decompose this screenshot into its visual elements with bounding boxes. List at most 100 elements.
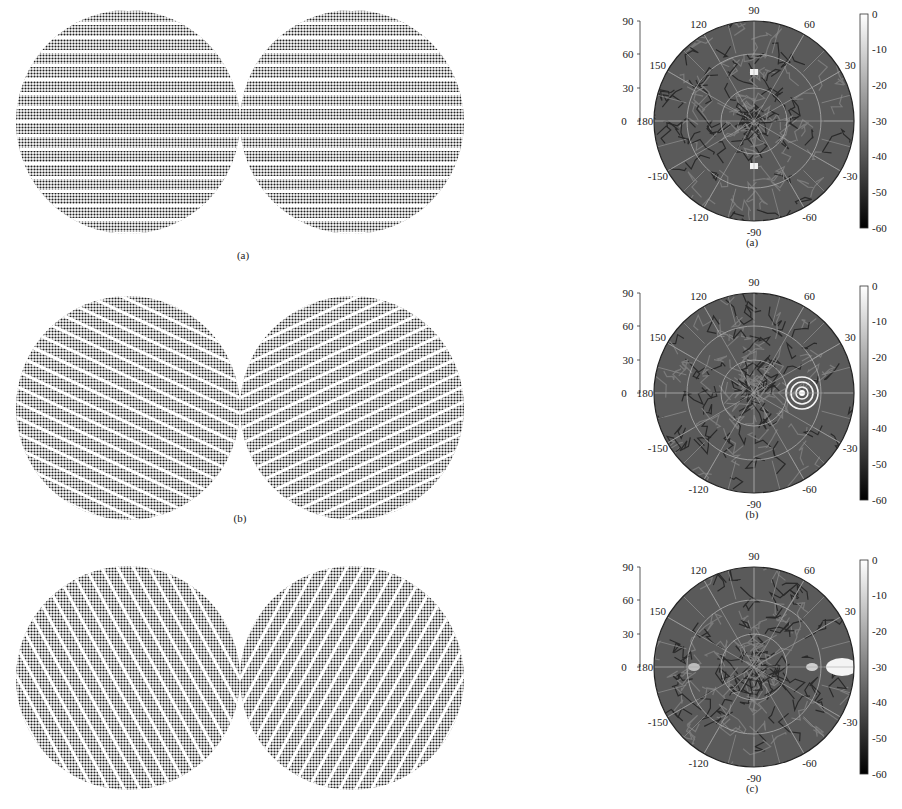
sidelobe-texture: [796, 603, 803, 637]
sidelobe-texture: [776, 167, 784, 180]
gap-line: [320, 553, 482, 809]
outer-streak: [683, 716, 704, 737]
sidelobe-texture: [805, 622, 823, 639]
sidelobe-texture: [792, 322, 810, 338]
grid-spoke: [754, 121, 755, 221]
gap-line: [182, 176, 522, 179]
gap-line: [0, 274, 298, 277]
sidelobe-texture: [751, 33, 771, 39]
sidelobe-texture: [739, 405, 750, 416]
gap-line: [150, 233, 459, 379]
gap-line: [182, 106, 522, 109]
axis-tick: [637, 21, 640, 22]
tick-label: -10: [872, 590, 887, 601]
sidelobe-texture: [702, 422, 711, 437]
gap-line: [227, 398, 536, 544]
outer-streak: [728, 296, 736, 325]
sidelobe-texture: [675, 652, 692, 664]
polar-pattern: [645, 7, 854, 238]
gap-line: [0, 372, 265, 518]
polar-border: [654, 567, 854, 767]
gap-line: [283, 534, 445, 809]
sidelobe-texture: [701, 376, 711, 391]
gap-line: [0, 423, 242, 569]
outer-streak: [728, 189, 736, 218]
gap-line: [191, 322, 500, 468]
sidelobe-texture: [753, 447, 774, 457]
panel-caption: (a): [237, 250, 249, 261]
grid-spoke: [667, 393, 754, 443]
outer-streak: [657, 411, 686, 419]
sidelobe-texture: [692, 623, 708, 638]
outer-streak: [772, 24, 780, 53]
gap-line: [182, 260, 522, 263]
sidelobe-texture: [788, 760, 799, 770]
sidelobe-texture: [797, 603, 808, 613]
sidelobe-texture: [785, 629, 801, 657]
outer-streak: [683, 442, 704, 463]
tick-label: -150: [648, 171, 668, 182]
sidelobe-texture: [743, 740, 771, 755]
tick-label: -60: [872, 495, 887, 506]
sidelobe-texture: [747, 190, 755, 201]
gap-line: [182, 148, 522, 151]
grid-spoke: [754, 121, 804, 208]
sidelobe-texture: [674, 425, 685, 438]
gap-line: [0, 64, 298, 67]
pattern-ground: [654, 293, 854, 493]
sidelobe-texture: [720, 719, 740, 736]
sidelobe-texture: [769, 307, 782, 327]
sidelobe-texture: [728, 61, 737, 78]
sidelobe-texture: [758, 429, 777, 447]
array-aperture: [182, 0, 522, 291]
gap-line: [0, 398, 253, 544]
grid-spoke: [667, 71, 754, 121]
sidelobe-texture: [747, 53, 764, 64]
tick-label: -120: [688, 212, 708, 223]
sidelobe-texture: [763, 414, 772, 430]
outer-streak: [803, 170, 824, 191]
gap-line: [182, 92, 522, 95]
tick-label: 90: [749, 551, 760, 562]
gap-line: [0, 360, 271, 506]
gap-line: [172, 474, 334, 776]
sidelobe-texture: [759, 337, 770, 345]
gap-line: [221, 501, 383, 803]
gap-line: [233, 507, 395, 809]
tick-label: -120: [688, 758, 708, 769]
sidelobe-texture: [745, 361, 761, 384]
gap-line: [182, 246, 522, 249]
gap-line: [122, 448, 284, 750]
sidelobe-texture: [697, 688, 726, 706]
gap-line: [209, 360, 518, 506]
sidelobe-texture: [723, 433, 733, 458]
sidelobe-texture: [776, 312, 781, 339]
grid-spoke: [754, 34, 804, 121]
sidelobe-texture: [673, 369, 681, 382]
sidelobe-texture: [714, 356, 727, 362]
sidelobe-texture: [716, 46, 731, 57]
gap-line: [182, 134, 522, 137]
tick-label: 90: [749, 5, 760, 16]
gap-line: [382, 586, 544, 809]
sidelobe-texture: [673, 674, 680, 680]
sidelobe-texture: [727, 17, 732, 28]
sidelobe-texture: [750, 721, 766, 733]
tick-label: 0: [872, 9, 878, 20]
grid-spoke: [754, 667, 804, 754]
sidelobe-texture: [743, 336, 760, 353]
sidelobe-texture: [766, 608, 782, 618]
gap-line: [0, 50, 298, 53]
grid-spoke: [654, 121, 754, 122]
tick-label: 0: [872, 555, 878, 566]
tick-label: 0: [621, 662, 627, 673]
sidelobe-texture: [787, 343, 796, 358]
gap-line: [132, 195, 441, 341]
sidelobe-texture: [795, 125, 805, 141]
sidelobe-texture: [771, 181, 784, 191]
tick-label: 60: [804, 565, 815, 576]
gap-line: [394, 593, 556, 809]
sidelobe-texture: [748, 635, 777, 647]
gap-line: [182, 22, 522, 25]
sidelobe-texture: [698, 430, 718, 446]
